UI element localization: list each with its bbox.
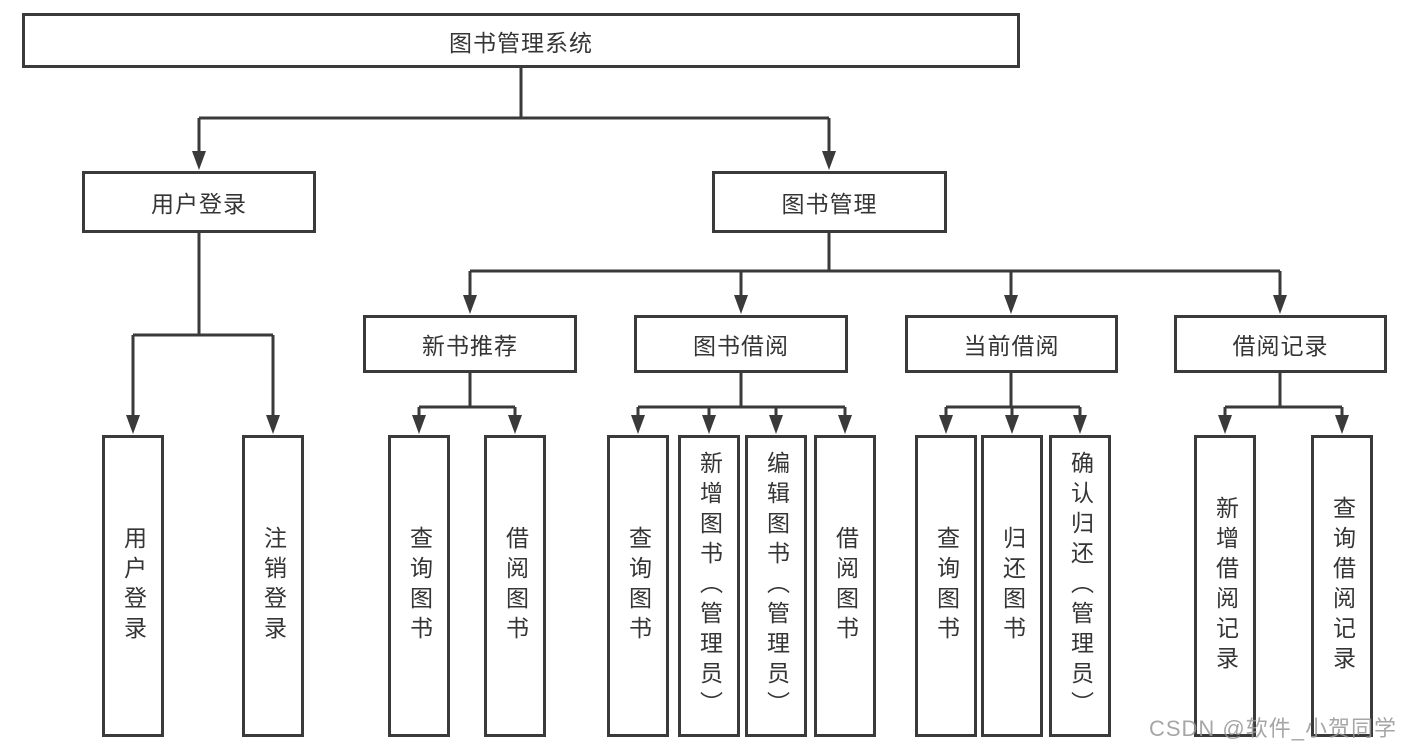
leaf-borrow-borrow-books: 借阅图书: [814, 435, 876, 737]
leaf-current-confirm-return-admin-label: 确认归还（管理员）: [1067, 451, 1094, 721]
leaf-newbook-borrow-books-label: 借阅图书: [502, 526, 529, 646]
node-user-login-label: 用户登录: [151, 191, 247, 217]
arrowhead-icons: [126, 151, 1349, 434]
leaf-borrow-borrow-books-label: 借阅图书: [832, 526, 859, 646]
leaf-user-login-label: 用户登录: [120, 526, 147, 646]
leaf-records-add-record-label: 新增借阅记录: [1212, 496, 1239, 676]
node-new-book-recommend: 新书推荐: [363, 315, 577, 373]
watermark: CSDN @软件_小贺同学: [1148, 716, 1397, 741]
leaf-records-add-record: 新增借阅记录: [1194, 435, 1256, 737]
leaf-newbook-borrow-books: 借阅图书: [484, 435, 546, 737]
leaf-borrow-add-books-admin-label: 新增图书（管理员）: [696, 451, 723, 721]
leaf-newbook-query-books: 查询图书: [388, 435, 450, 737]
node-borrow-records: 借阅记录: [1174, 315, 1387, 373]
node-borrow-records-label: 借阅记录: [1232, 333, 1329, 359]
node-current-borrow: 当前借阅: [905, 315, 1118, 373]
node-book-management: 图书管理: [712, 171, 947, 233]
node-book-borrow: 图书借阅: [634, 315, 848, 373]
node-book-management-label: 图书管理: [781, 191, 878, 217]
leaf-records-query-record: 查询借阅记录: [1311, 435, 1373, 737]
leaf-current-return-books-label: 归还图书: [999, 526, 1026, 646]
leaf-logout-login: 注销登录: [242, 435, 304, 737]
leaf-borrow-edit-books-admin: 编辑图书（管理员）: [745, 435, 807, 737]
leaf-current-query-books-label: 查询图书: [933, 526, 960, 646]
node-user-login: 用户登录: [82, 171, 316, 233]
node-current-borrow-label: 当前借阅: [963, 333, 1060, 359]
node-root: 图书管理系统: [22, 13, 1020, 68]
leaf-logout-login-label: 注销登录: [260, 526, 287, 646]
leaf-current-return-books: 归还图书: [981, 435, 1043, 737]
leaf-borrow-query-books: 查询图书: [607, 435, 669, 737]
leaf-records-query-record-label: 查询借阅记录: [1329, 496, 1356, 676]
leaf-borrow-query-books-label: 查询图书: [625, 526, 652, 646]
leaf-borrow-add-books-admin: 新增图书（管理员）: [678, 435, 740, 737]
leaf-borrow-edit-books-admin-label: 编辑图书（管理员）: [763, 451, 790, 721]
leaf-newbook-query-books-label: 查询图书: [406, 526, 433, 646]
node-book-borrow-label: 图书借阅: [693, 333, 789, 359]
leaf-user-login: 用户登录: [102, 435, 164, 737]
leaf-current-query-books: 查询图书: [915, 435, 977, 737]
node-root-label: 图书管理系统: [449, 29, 593, 56]
node-new-book-recommend-label: 新书推荐: [422, 333, 518, 359]
leaf-current-confirm-return-admin: 确认归还（管理员）: [1049, 435, 1111, 737]
